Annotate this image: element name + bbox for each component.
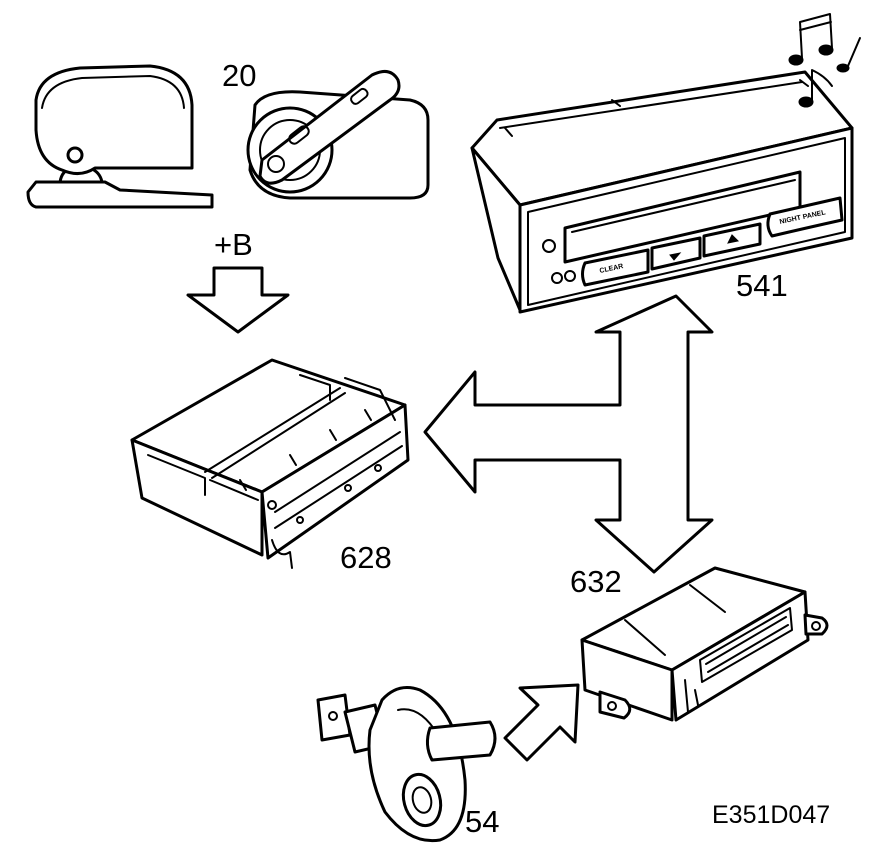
label-54: 54 — [465, 804, 499, 839]
clear-button-label: CLEAR — [599, 263, 624, 275]
music-notes-icon — [788, 13, 861, 108]
label-632: 632 — [570, 564, 622, 599]
control-module-illustration — [130, 358, 410, 569]
label-628: 628 — [340, 540, 392, 575]
power-label: +B — [214, 227, 253, 262]
switch-signal-arrow — [503, 683, 580, 762]
figure-code: E351D047 — [712, 801, 830, 829]
power-down-arrow — [186, 266, 290, 334]
ignition-switch-illustration — [26, 64, 430, 209]
data-bus-arrows — [423, 294, 714, 574]
label-541: 541 — [736, 268, 788, 303]
audio-module-illustration — [580, 566, 829, 722]
display-unit-illustration: CLEAR NIGHT PANEL — [470, 70, 854, 314]
door-switch-illustration — [316, 686, 497, 843]
label-20: 20 — [222, 58, 256, 93]
